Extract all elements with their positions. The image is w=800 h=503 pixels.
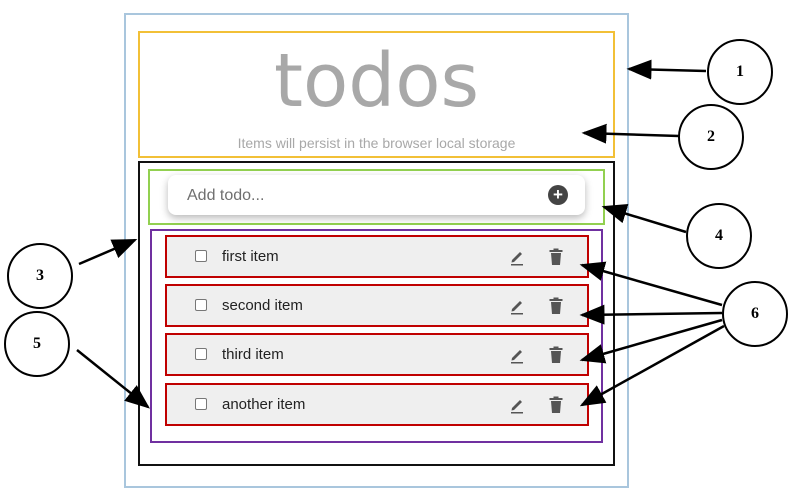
trash-icon[interactable] xyxy=(548,396,564,414)
callout-6: 6 xyxy=(722,281,788,347)
todo-label: third item xyxy=(222,346,284,363)
callout-5: 5 xyxy=(4,311,70,377)
trash-icon[interactable] xyxy=(548,346,564,364)
todo-label: another item xyxy=(222,396,306,413)
todo-label: second item xyxy=(222,297,303,314)
todo-checkbox[interactable] xyxy=(195,250,207,262)
trash-icon[interactable] xyxy=(548,248,564,266)
pencil-icon[interactable] xyxy=(510,248,524,266)
add-todo-input[interactable] xyxy=(187,185,527,207)
todo-item: second item xyxy=(165,284,589,327)
todo-list-outline xyxy=(150,229,603,443)
plus-circle-icon[interactable]: + xyxy=(548,185,568,205)
app-subtitle: Items will persist in the browser local … xyxy=(237,135,516,151)
todo-item: first item xyxy=(165,235,589,278)
trash-icon[interactable] xyxy=(548,297,564,315)
callout-1: 1 xyxy=(707,39,773,105)
todo-item: another item xyxy=(165,383,589,426)
todo-checkbox[interactable] xyxy=(195,398,207,410)
todo-checkbox[interactable] xyxy=(195,299,207,311)
todo-label: first item xyxy=(222,248,279,265)
callout-3: 3 xyxy=(7,243,73,309)
pencil-icon[interactable] xyxy=(510,396,524,414)
app-title: todos xyxy=(273,38,480,124)
pencil-icon[interactable] xyxy=(510,346,524,364)
callout-4: 4 xyxy=(686,203,752,269)
header-outline xyxy=(138,31,615,158)
add-todo-outline xyxy=(148,169,605,225)
todo-checkbox[interactable] xyxy=(195,348,207,360)
pencil-icon[interactable] xyxy=(510,297,524,315)
callout-2: 2 xyxy=(678,104,744,170)
